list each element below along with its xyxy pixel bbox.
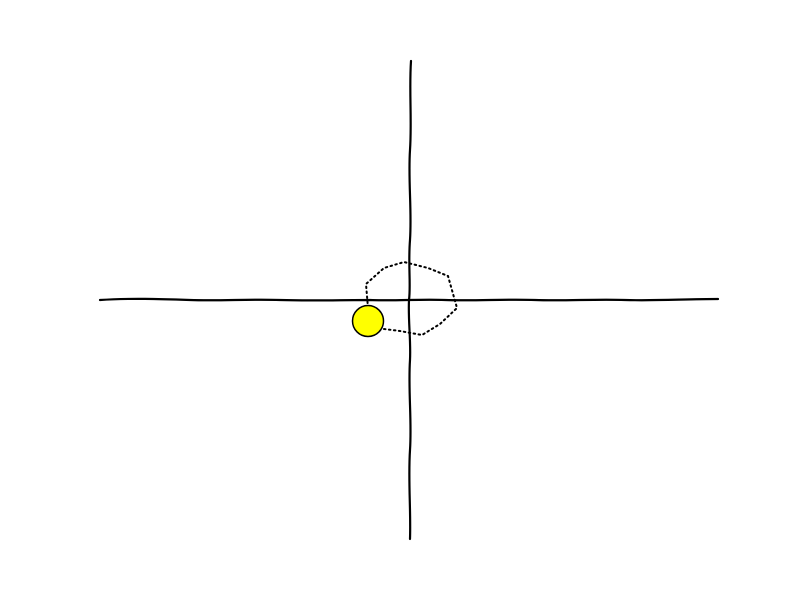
yellow-marker — [351, 304, 385, 338]
vertical-axis — [407, 59, 413, 541]
dotted-orbit-path — [364, 260, 459, 337]
horizontal-axis — [98, 297, 720, 302]
